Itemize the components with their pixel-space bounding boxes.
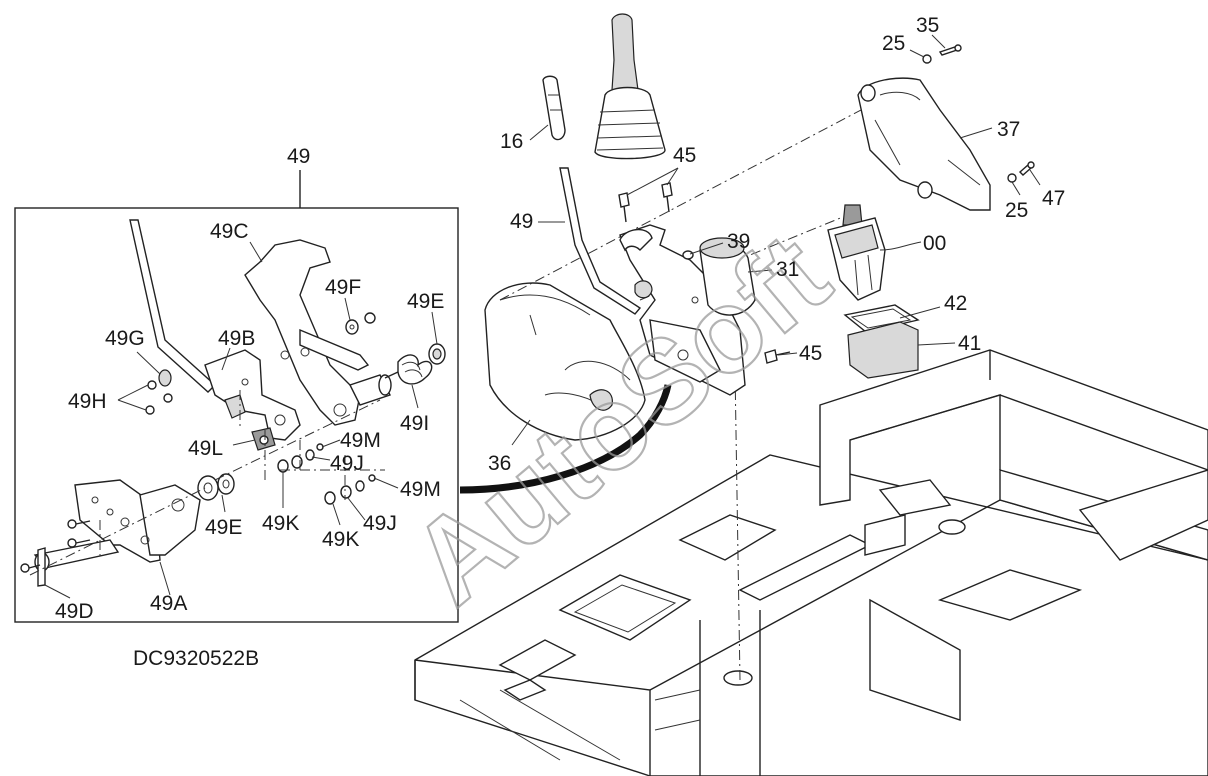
callout-49g: 49G <box>105 327 145 350</box>
callout-49-assembly: 49 <box>287 145 310 168</box>
callout-49e-lower: 49E <box>205 516 242 539</box>
callout-47: 47 <box>1042 187 1065 210</box>
detail-49f <box>345 312 376 335</box>
part-39 <box>682 250 694 260</box>
callout-37: 37 <box>997 118 1020 141</box>
detail-spring-49i <box>384 354 433 385</box>
callout-00: 00 <box>923 232 946 255</box>
detail-bushing-49e-upper <box>428 343 446 365</box>
callout-49h: 49H <box>68 390 107 413</box>
callout-25-bottom: 25 <box>1005 199 1028 222</box>
joystick-boot <box>594 13 666 160</box>
callout-41: 41 <box>958 332 981 355</box>
callout-49m-lower: 49M <box>400 478 441 501</box>
lever-49 <box>542 75 642 315</box>
diagram-code: DC9320522B <box>133 647 259 670</box>
callout-45-bottom: 45 <box>799 342 822 365</box>
detail-center-lines <box>29 390 385 576</box>
callout-49j-lower: 49J <box>363 512 397 535</box>
cover-36 <box>484 282 646 441</box>
switch-00 <box>827 204 886 301</box>
callout-49k-left: 49K <box>262 512 299 535</box>
screws-25-35-47 <box>922 44 1035 183</box>
detail-bolts <box>20 519 91 573</box>
callout-31: 31 <box>776 258 799 281</box>
callout-25-top: 25 <box>882 32 905 55</box>
harness-arc <box>459 384 672 494</box>
detail-pin-49d <box>33 539 120 587</box>
callout-49j-upper: 49J <box>330 452 364 475</box>
detail-plate-49c <box>244 239 392 426</box>
callout-49i: 49I <box>400 412 429 435</box>
callout-39: 39 <box>727 230 750 253</box>
detail-49g-49h <box>145 369 173 415</box>
detail-base-49a <box>74 479 201 563</box>
callout-49k-right: 49K <box>322 528 359 551</box>
machine-frame <box>414 349 1208 776</box>
detail-bracket-49b <box>204 349 301 441</box>
duct-31 <box>699 237 756 316</box>
leader-lines <box>44 34 1041 599</box>
callout-49c: 49C <box>210 220 249 243</box>
detail-49l <box>251 427 276 451</box>
bolts-45 <box>618 182 791 364</box>
control-bracket <box>619 224 746 396</box>
callout-49-lever: 49 <box>510 210 533 233</box>
callout-labels: 49 16 45 49 39 31 00 42 41 45 36 25 35 3… <box>55 14 1065 623</box>
cover-37 <box>857 77 991 211</box>
callout-35: 35 <box>916 14 939 37</box>
callout-49b: 49B <box>218 327 255 350</box>
callout-49d: 49D <box>55 600 94 623</box>
assembly-axis-lines <box>499 99 881 681</box>
callout-49a: 49A <box>150 592 187 615</box>
detail-washers-49e <box>197 473 235 501</box>
callout-49l: 49L <box>188 437 223 460</box>
callout-16: 16 <box>500 130 523 153</box>
callout-36: 36 <box>488 452 511 475</box>
callout-49e-upper: 49E <box>407 290 444 313</box>
callout-42: 42 <box>944 292 967 315</box>
callout-49f: 49F <box>325 276 361 299</box>
detail-lever-rod <box>129 219 217 393</box>
boot-41-42 <box>843 304 920 379</box>
detail-box <box>14 170 459 623</box>
callout-49m-upper: 49M <box>340 429 381 452</box>
callout-45-top: 45 <box>673 144 696 167</box>
